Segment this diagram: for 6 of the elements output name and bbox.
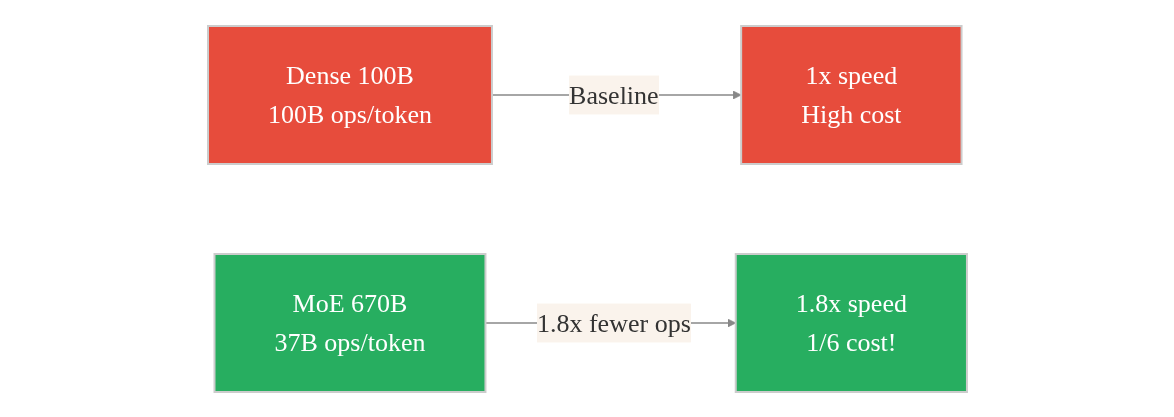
edge-label: 1.8x fewer ops [536, 308, 691, 337]
edge-label: Baseline [568, 80, 659, 109]
node-box: 1.8x speed 1/6 cost! [734, 252, 968, 393]
node-box: MoE 670B 37B ops/token [213, 252, 486, 393]
node-box: Dense 100B 100B ops/token [206, 24, 493, 165]
node-box: 1x speed High cost [739, 24, 963, 165]
